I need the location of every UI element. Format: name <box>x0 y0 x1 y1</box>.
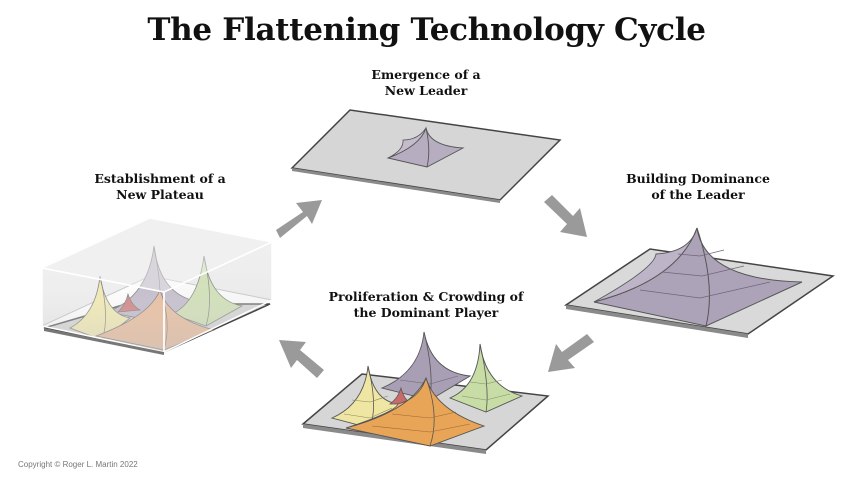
stage-label-proliferation: Proliferation & Crowding of the Dominant… <box>301 289 551 321</box>
plateau-plate-edge <box>44 328 164 355</box>
proliferation-illustration <box>301 331 550 454</box>
stage-label-plateau: Establishment of a New Plateau <box>60 171 260 203</box>
stage-label-dominance: Building Dominance of the Leader <box>598 171 798 203</box>
plateau-box-front-right <box>163 240 273 354</box>
arrow-emergence-to-dominance <box>544 195 587 237</box>
emergence-plate-edge <box>292 168 500 203</box>
stage-label-dominance-line2: of the Leader <box>651 187 745 202</box>
emergence-illustration <box>290 109 562 203</box>
proliferation-green-peak <box>448 343 524 413</box>
stage-label-proliferation-line1: Proliferation & Crowding of <box>328 289 524 304</box>
page-title: The Flattening Technology Cycle <box>147 12 706 48</box>
emergence-peak <box>386 126 465 168</box>
stage-label-emergence-line1: Emergence of a <box>371 67 481 82</box>
dominance-peak <box>593 227 803 327</box>
stage-label-proliferation-line2: the Dominant Player <box>353 305 499 320</box>
copyright-text: Copyright © Roger L. Martin 2022 <box>18 460 138 469</box>
dominance-plate-edge <box>566 305 748 338</box>
stage-label-emergence-line2: New Leader <box>384 83 468 98</box>
plateau-illustration <box>39 217 275 355</box>
arrow-proliferation-to-plateau <box>279 340 324 378</box>
stage-label-emergence: Emergence of a New Leader <box>326 67 526 99</box>
stage-label-plateau-line2: New Plateau <box>116 187 204 202</box>
arrow-plateau-to-emergence <box>276 200 322 238</box>
proliferation-orange-peak <box>345 376 486 447</box>
dominance-illustration <box>563 227 836 338</box>
stage-label-plateau-line1: Establishment of a <box>94 171 226 186</box>
arrow-dominance-to-proliferation <box>548 334 594 372</box>
proliferation-purple-peak <box>380 331 472 401</box>
stage-label-dominance-line1: Building Dominance <box>626 171 770 186</box>
proliferation-plate-edge <box>303 424 486 454</box>
